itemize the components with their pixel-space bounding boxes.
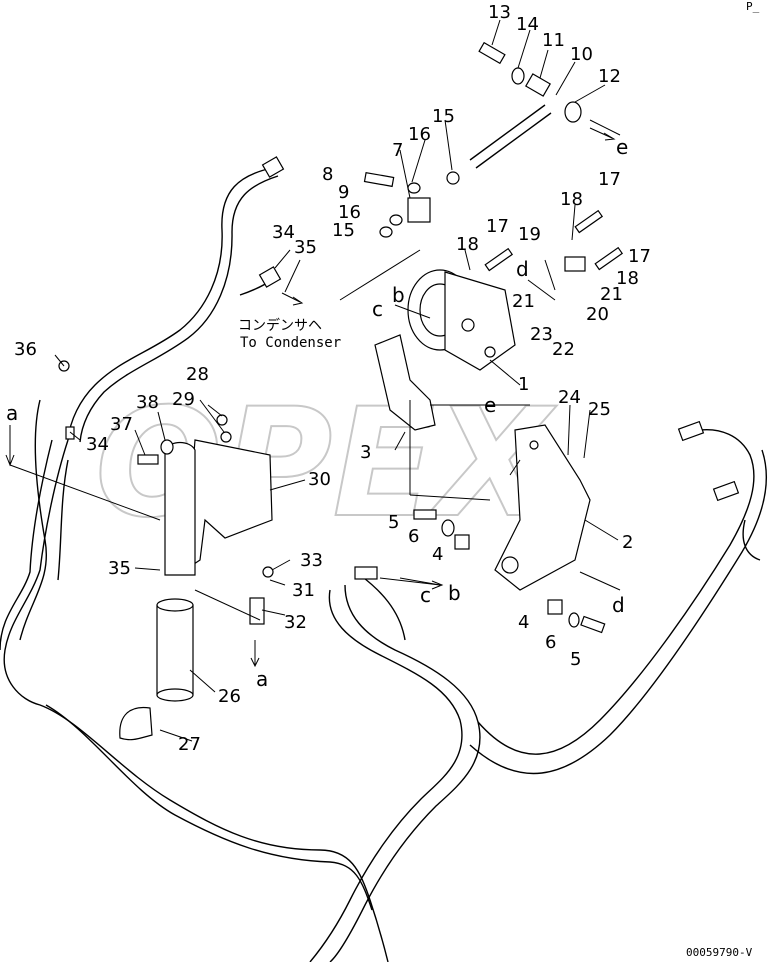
hose-lines	[0, 104, 767, 963]
callout-36: 36	[14, 339, 37, 360]
callout-27: 27	[178, 734, 201, 755]
callout-34: 34	[272, 222, 295, 243]
corner-mark: P̲	[746, 0, 760, 13]
callout-17: 17	[628, 246, 651, 267]
callout-22: 22	[552, 339, 575, 360]
callout-19: 19	[518, 224, 541, 245]
reference-letters: a a b b c c d d e e	[6, 135, 628, 691]
callout-35: 35	[108, 558, 131, 579]
ref-b: b	[392, 283, 405, 307]
callout-5: 5	[570, 649, 581, 670]
callout-21: 21	[600, 284, 623, 305]
callout-37: 37	[110, 414, 133, 435]
clamp-27	[119, 706, 153, 741]
condenser-note-jp: コンデンサヘ	[238, 317, 322, 334]
drawing-code: 00059790-V	[686, 946, 753, 959]
leader-lines	[9, 19, 621, 742]
receiver-drier	[156, 598, 194, 702]
callout-35: 35	[294, 237, 317, 258]
callout-25: 25	[588, 399, 611, 420]
callout-26: 26	[218, 686, 241, 707]
callout-33: 33	[300, 550, 323, 571]
callout-15: 15	[432, 106, 455, 127]
callout-28: 28	[186, 364, 209, 385]
callout-21: 21	[512, 291, 535, 312]
drier-bracket	[164, 439, 273, 576]
callout-9: 9	[338, 182, 349, 203]
callout-16: 16	[338, 202, 361, 223]
callout-16: 16	[408, 124, 431, 145]
compressor-bracket	[374, 334, 436, 431]
ref-c: c	[372, 297, 383, 321]
callout-6: 6	[545, 632, 556, 653]
callout-17: 17	[486, 216, 509, 237]
ref-a: a	[256, 667, 268, 691]
callout-3: 3	[360, 442, 371, 463]
ref-c: c	[420, 583, 431, 607]
compressor	[407, 269, 516, 371]
direction-arrows	[5, 127, 616, 668]
callout-7: 7	[392, 140, 403, 161]
callout-32: 32	[284, 612, 307, 633]
callout-31: 31	[292, 580, 315, 601]
condenser-note-en: To Condenser	[240, 335, 341, 351]
callout-1: 1	[518, 374, 529, 395]
ref-e: e	[616, 135, 628, 159]
callout-8: 8	[322, 164, 333, 185]
callout-17: 17	[598, 169, 621, 190]
callout-23: 23	[530, 324, 553, 345]
callout-30: 30	[308, 469, 331, 490]
callout-24: 24	[558, 387, 581, 408]
callout-38: 38	[136, 392, 159, 413]
ref-d: d	[612, 593, 625, 617]
callout-18: 18	[456, 234, 479, 255]
callout-4: 4	[432, 544, 443, 565]
ref-e: e	[484, 393, 496, 417]
callout-numbers: 1 2 3 4 4 5 5 6 6 7 8 9 10 11 12 13 14 1…	[14, 2, 651, 755]
callout-11: 11	[542, 30, 565, 51]
mount-bracket-2	[494, 424, 591, 591]
callout-29: 29	[172, 389, 195, 410]
ref-a: a	[6, 401, 18, 425]
ref-b: b	[448, 581, 461, 605]
callout-20: 20	[586, 304, 609, 325]
callout-10: 10	[570, 44, 593, 65]
callout-14: 14	[516, 14, 539, 35]
callout-5: 5	[388, 512, 399, 533]
callout-12: 12	[598, 66, 621, 87]
callout-18: 18	[560, 189, 583, 210]
callout-13: 13	[488, 2, 511, 23]
callout-15: 15	[332, 220, 355, 241]
callout-2: 2	[622, 532, 633, 553]
callout-18: 18	[616, 268, 639, 289]
ref-d: d	[516, 257, 529, 281]
callout-4: 4	[518, 612, 529, 633]
small-hardware	[58, 41, 740, 634]
callout-6: 6	[408, 526, 419, 547]
callout-34: 34	[86, 434, 109, 455]
